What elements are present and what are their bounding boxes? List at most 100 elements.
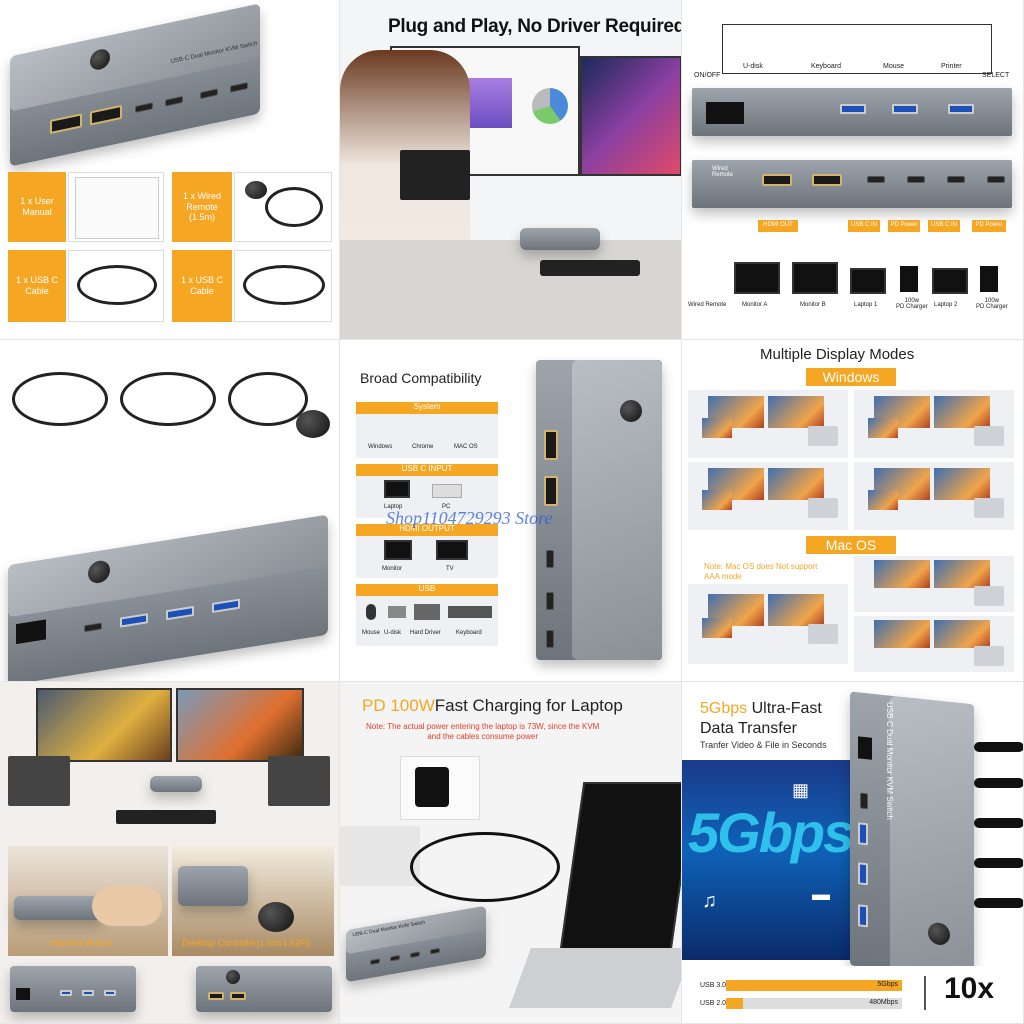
device-caption: Monitor B [800, 302, 826, 308]
mode-thumb [854, 616, 1014, 672]
speed-graphic: 5Gbps ▦ ♫ ▬ [682, 760, 882, 960]
device-caption: Laptop 1 [854, 302, 878, 308]
compat-item: U-disk [384, 630, 402, 636]
port-tag: PD Power [972, 220, 1006, 232]
manual-image [68, 172, 164, 242]
row-label-usb2: USB 2.0 [700, 1000, 727, 1007]
panel-title: Plug and Play, No Driver Required [388, 16, 682, 37]
row-value-usb3: 5Gbps [877, 981, 898, 988]
mode-thumb [688, 462, 848, 530]
cable-image [120, 372, 216, 426]
wall-outlet [400, 756, 480, 820]
title-rest: Ultra-Fast [747, 700, 822, 717]
monitor-right [176, 688, 304, 762]
pen-holder [340, 826, 420, 886]
mode-thumb [688, 584, 848, 664]
section-hdmi-output: HDMI OUTPUT Monitor TV [356, 524, 498, 578]
panel-package-contents: USB-C Dual Monitor KVM Switch 1 x User M… [0, 0, 340, 340]
mac-note: Note: Mac OS does Not support AAA mode [704, 562, 818, 581]
device-label: USB-C Dual Monitor KVM Switch [885, 702, 894, 820]
section-usb-c-input: USB C INPUT Laptop PC [356, 464, 498, 518]
machine-button-photo [8, 846, 168, 956]
desktop-controller-photo [172, 846, 334, 956]
section-header: USB C INPUT [356, 464, 498, 476]
bar-track-usb3: 5Gbps [726, 980, 902, 991]
section-usb: USB Mouse U-disk Hard Driver Keyboard [356, 584, 498, 646]
title-highlight: 5Gbps [700, 700, 748, 717]
kvm-device-image [536, 360, 662, 660]
panel-compatibility: Broad Compatibility System Windows Chrom… [340, 340, 682, 682]
port-tag: USB C IN [928, 220, 960, 232]
mac-label: Mac OS [806, 536, 896, 554]
bar-fill-usb3 [726, 980, 902, 991]
desk [340, 240, 681, 339]
compat-item: Laptop [384, 504, 403, 510]
select-label: SELECT [982, 72, 1010, 79]
panel-title: PD 100WFast Charging for Laptop [362, 696, 623, 716]
wired-remote-label: Wired Remote [712, 166, 734, 178]
mode-thumb [854, 556, 1014, 612]
item-label-cable-2: 1 x USB C Cable [172, 250, 232, 322]
section-header: USB [356, 584, 498, 596]
compat-item: PC [442, 504, 451, 510]
monitor-left [36, 688, 172, 762]
title-highlight: PD 100W [362, 696, 435, 715]
laptop-keyboard [509, 948, 681, 1008]
cable-image-2 [234, 250, 332, 322]
device-caption: 100w PD Charger [976, 298, 1008, 310]
onoff-label: ON/OFF [694, 72, 721, 79]
monitor-b-image [792, 262, 838, 294]
laptop-image [556, 782, 681, 972]
laptop-image [400, 150, 470, 200]
charger-image [415, 767, 449, 807]
monitor-right [580, 56, 681, 176]
cables-image [974, 742, 1023, 942]
compat-item: Mouse [362, 630, 381, 636]
compat-item: Hard Driver [410, 630, 441, 636]
item-label-cable-1: 1 x USB C Cable [8, 250, 66, 322]
keyboard-image [116, 810, 216, 824]
caption-machine-button: Machine Button [50, 938, 113, 948]
kvm-front-panel [692, 88, 1012, 136]
peripheral-label: Keyboard [811, 63, 841, 70]
panel-display-modes: Multiple Display Modes Windows Mac OS [682, 340, 1024, 682]
section-header: HDMI OUTPUT [356, 524, 498, 536]
mode-thumb [854, 390, 1014, 458]
charger-2-image [980, 266, 998, 292]
panel-cables-device [0, 340, 340, 682]
image-icon: ▦ [792, 780, 810, 800]
laptop-right [268, 756, 330, 806]
port-tag: USB C IN [848, 220, 880, 232]
item-label-manual: 1 x User Manual [8, 172, 66, 242]
kvm-device-image [346, 905, 486, 983]
cable-image [12, 372, 108, 426]
kvm-device-image [850, 691, 974, 979]
item-label-remote: 1 x Wired Remote (1.5m) [172, 172, 232, 242]
mode-thumb [688, 390, 848, 458]
charger-1-image [900, 266, 918, 292]
monitor-a-image [734, 262, 780, 294]
port-tag: PD Power [888, 220, 920, 232]
panel-title: Broad Compatibility [360, 370, 482, 386]
folder-icon: ▬ [812, 884, 830, 904]
compat-item: TV [446, 566, 454, 572]
panel-controls: Machine Button Desktop Controller(1.5m/4… [0, 682, 340, 1024]
title-rest: Fast Charging for Laptop [434, 696, 623, 715]
panel-pd-charging: PD 100WFast Charging for Laptop Note: Th… [340, 682, 682, 1024]
remote-cable-image [228, 372, 308, 426]
laptop-1-image [850, 268, 886, 294]
panel-data-transfer: 5Gbps Ultra-Fast Data Transfer Tranfer V… [682, 682, 1024, 1024]
windows-label: Windows [806, 368, 896, 386]
kvm-device-front [10, 966, 136, 1012]
speed-comparison: USB 3.0 5Gbps USB 2.0 480Mbps 10x [682, 966, 1023, 1023]
section-system: System Windows Chrome MAC OS [356, 402, 498, 458]
laptop-2-image [932, 268, 968, 294]
peripheral-label: Mouse [883, 63, 905, 70]
keyboard-image [540, 260, 640, 276]
watermark: Shop1104729293 Store [386, 508, 553, 528]
big-speed-text: 5Gbps [688, 801, 854, 864]
kvm-device-back [196, 966, 332, 1012]
device-caption: Monitor A [742, 302, 768, 308]
panel-plug-and-play: Plug and Play, No Driver Required [340, 0, 682, 340]
port-tag: HDMI OUT [758, 220, 798, 232]
